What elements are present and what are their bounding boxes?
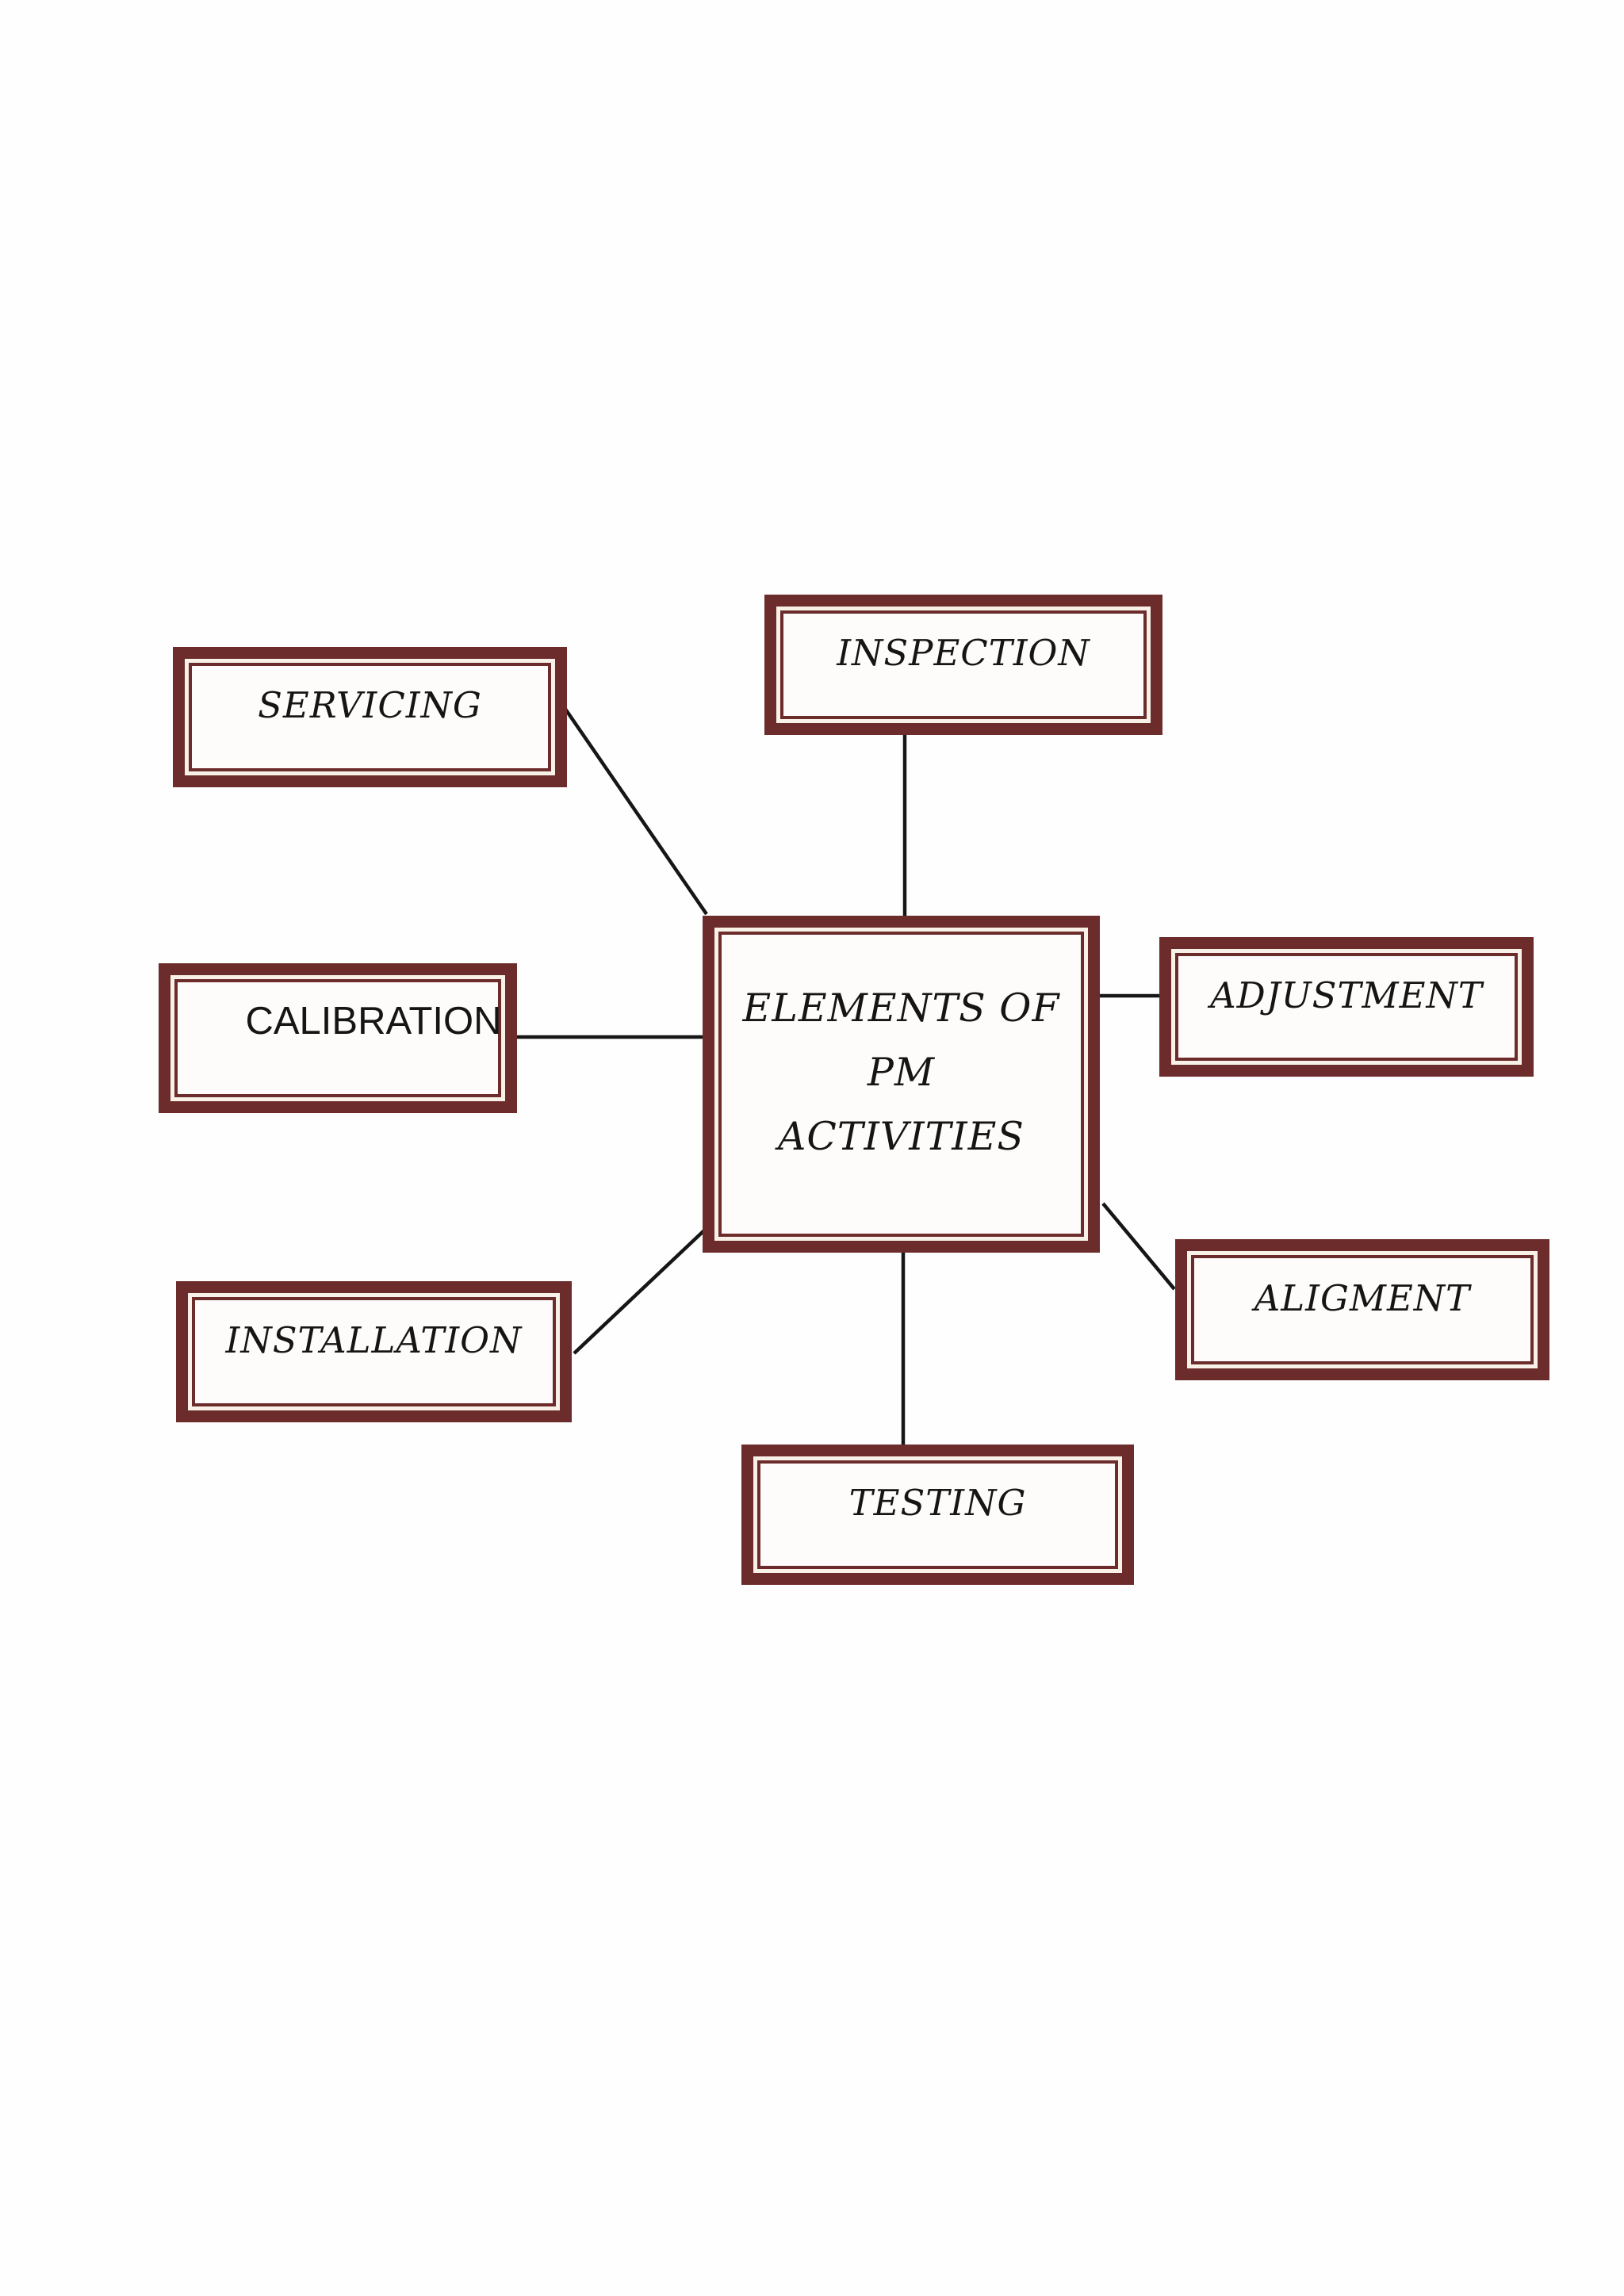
connector-servicing-center (561, 704, 708, 916)
center-label-line-1: ELEMENTS OF PM (742, 985, 1060, 1096)
connector-installation-center (573, 1229, 706, 1355)
node-calibration: CALIBRATION (159, 963, 517, 1113)
double-border-inner-frame (718, 932, 1084, 1237)
double-border-inner-frame (189, 663, 551, 771)
node-installation-label: INSTALLATION (225, 1318, 523, 1361)
node-aligment-label: ALIGMENT (1254, 1276, 1471, 1319)
double-border-inner-frame (1191, 1255, 1534, 1364)
node-inspection-label: INSPECTION (837, 632, 1090, 674)
double-border-inner-frame (1175, 953, 1518, 1061)
node-testing: TESTING (741, 1445, 1134, 1585)
node-elements-of-pm-activities-label: ELEMENTS OF PM ACTIVITIES (714, 977, 1088, 1169)
node-adjustment-label: ADJUSTMENT (1210, 974, 1483, 1016)
double-border-inner-frame (192, 1297, 556, 1406)
node-installation: INSTALLATION (176, 1281, 572, 1422)
double-border-inner-frame (757, 1460, 1118, 1569)
node-aligment: ALIGMENT (1175, 1239, 1549, 1380)
node-adjustment: ADJUSTMENT (1159, 937, 1534, 1077)
center-label-line-2: ACTIVITIES (777, 1113, 1025, 1159)
double-border-inner-frame (780, 610, 1147, 719)
node-servicing: SERVICING (173, 647, 567, 787)
double-border-inner-frame (174, 979, 501, 1097)
node-inspection: INSPECTION (764, 595, 1162, 735)
node-calibration-label: CALIBRATION (245, 999, 502, 1043)
node-elements-of-pm-activities: ELEMENTS OF PM ACTIVITIES (703, 916, 1100, 1253)
connector-center-aligment (1101, 1202, 1176, 1291)
node-testing-label: TESTING (848, 1482, 1027, 1524)
node-servicing-label: SERVICING (258, 684, 482, 726)
